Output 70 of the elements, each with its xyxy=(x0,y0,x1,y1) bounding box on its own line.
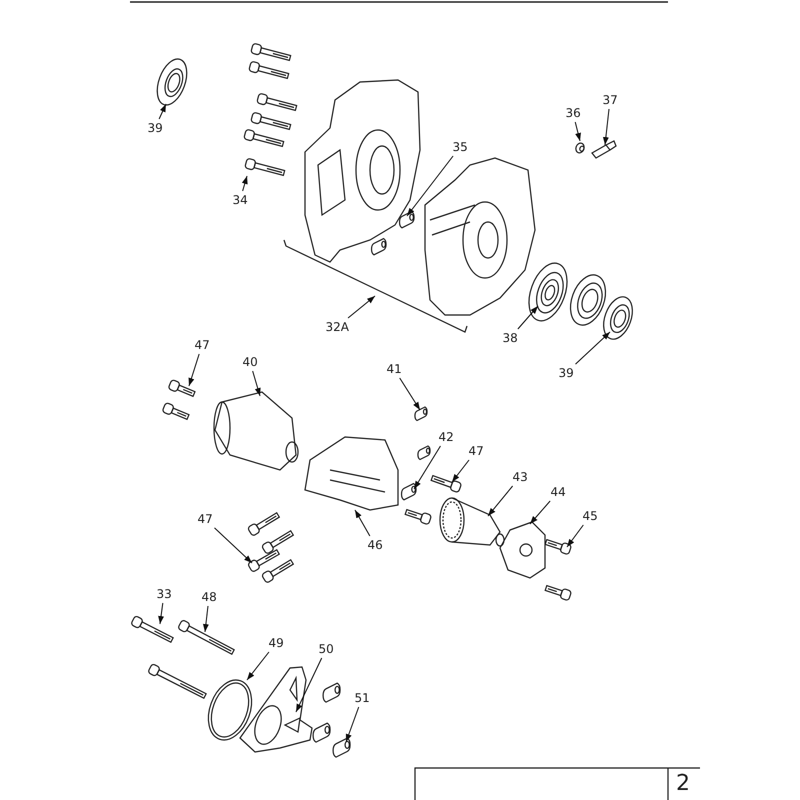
callout-number: 34 xyxy=(232,193,248,207)
bolt-drawing xyxy=(544,538,572,556)
leader-line xyxy=(566,524,584,548)
leader-line xyxy=(414,446,441,490)
callout-number: 49 xyxy=(268,636,284,650)
leader-line xyxy=(488,486,514,516)
gear-drawing xyxy=(439,497,505,547)
callout-number: 42 xyxy=(438,430,454,444)
page-number: 2 xyxy=(676,771,690,797)
dowel-drawing xyxy=(400,483,417,500)
callout-number: 44 xyxy=(550,485,566,499)
oil-seal-drawing xyxy=(603,296,633,340)
bracket-line xyxy=(283,240,468,333)
callout-number: 37 xyxy=(602,93,618,107)
starter-motor-drawing xyxy=(213,391,299,471)
callout-number: 33 xyxy=(156,587,172,601)
callout-number: 47 xyxy=(468,444,484,458)
leader-line xyxy=(399,378,420,410)
leader-line xyxy=(296,658,322,712)
leader-line xyxy=(242,176,248,192)
callout-number: 32A xyxy=(326,320,349,334)
housing-drawing xyxy=(304,436,399,511)
leader-line xyxy=(348,296,376,318)
callout-number: 35 xyxy=(452,140,468,154)
cover-drawing xyxy=(499,521,546,579)
callout-number: 47 xyxy=(194,338,210,352)
leader-line xyxy=(246,652,270,680)
bolt-drawing xyxy=(430,474,462,494)
leader-line xyxy=(406,156,454,216)
callout-number: 51 xyxy=(354,691,370,705)
callout-number: 47 xyxy=(198,512,213,526)
callout-number: 43 xyxy=(512,470,528,484)
bearing-drawing xyxy=(528,262,568,322)
bushing-drawing xyxy=(332,738,351,758)
callout-number: 39 xyxy=(148,121,163,135)
washer-drawing xyxy=(575,142,585,154)
o-ring-drawing xyxy=(208,680,252,740)
bolt-drawing xyxy=(177,618,235,656)
leader-line xyxy=(252,370,261,396)
leader-line xyxy=(354,510,370,536)
leader-line xyxy=(452,460,470,482)
callout-number: 50 xyxy=(318,642,334,656)
callout-number: 46 xyxy=(368,538,383,552)
leader-line xyxy=(214,527,252,564)
callout-number: 45 xyxy=(582,509,598,523)
callout-number: 39 xyxy=(558,366,574,380)
oil-seal-drawing xyxy=(156,58,188,106)
callout-number: 41 xyxy=(386,362,402,376)
leader-line xyxy=(202,606,209,632)
leader-line xyxy=(530,500,551,524)
callout-number: 36 xyxy=(566,106,581,120)
callout-number: 48 xyxy=(202,590,217,604)
bolt-drawing xyxy=(246,549,280,573)
leader-line xyxy=(575,332,610,365)
leader-line xyxy=(158,602,164,624)
bolt-drawing xyxy=(130,614,174,644)
leader-line xyxy=(188,354,200,386)
leader-line xyxy=(517,306,538,330)
leader-line xyxy=(346,706,360,742)
bolt-drawing xyxy=(244,158,286,176)
leader-line xyxy=(158,104,166,120)
leader-line xyxy=(602,108,610,146)
plug-drawing xyxy=(591,140,617,159)
callout-number: 38 xyxy=(502,331,518,345)
pin-drawing xyxy=(414,406,428,422)
bracket-plate-drawing xyxy=(239,666,313,753)
bolt-drawing xyxy=(167,378,196,398)
callout-number: 40 xyxy=(242,355,258,369)
dowel-drawing xyxy=(398,211,415,228)
leader-line xyxy=(574,122,581,142)
